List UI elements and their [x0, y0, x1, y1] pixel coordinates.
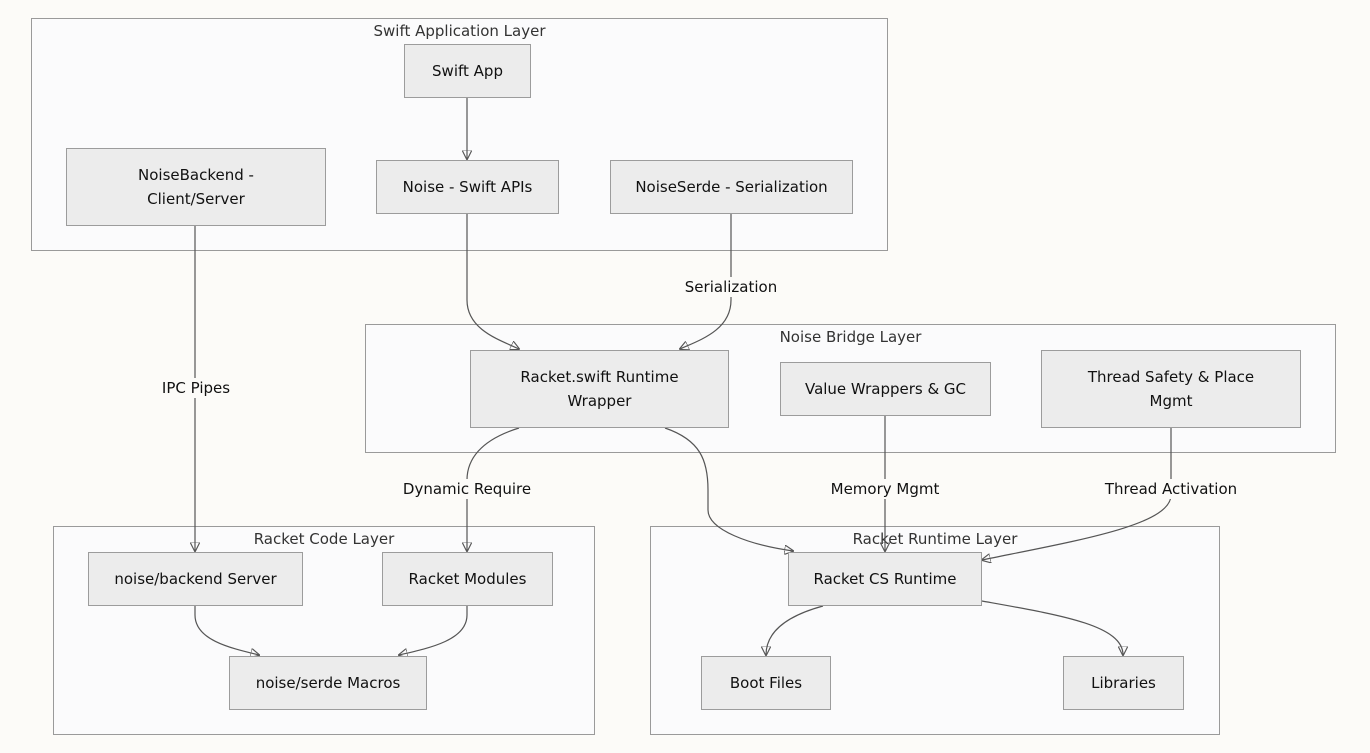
edge-label-thread-activation: Thread Activation — [1102, 479, 1240, 499]
node-serde-macros[interactable]: noise/serde Macros — [229, 656, 427, 710]
node-thread-safety-place-mgmt[interactable]: Thread Safety & Place Mgmt — [1041, 350, 1301, 428]
edge-label-memory-mgmt: Memory Mgmt — [828, 479, 942, 499]
node-value-wrappers-gc[interactable]: Value Wrappers & GC — [780, 362, 991, 416]
node-noise-backend[interactable]: NoiseBackend - Client/Server — [66, 148, 326, 226]
node-backend-server[interactable]: noise/backend Server — [88, 552, 303, 606]
node-noise-serde[interactable]: NoiseSerde - Serialization — [610, 160, 853, 214]
group-title: Racket Code Layer — [253, 530, 395, 548]
group-title: Swift Application Layer — [373, 22, 546, 40]
edge-label-dynamic-require: Dynamic Require — [400, 479, 534, 499]
node-noise-swift-apis[interactable]: Noise - Swift APIs — [376, 160, 559, 214]
node-racket-swift-runtime-wrapper[interactable]: Racket.swift Runtime Wrapper — [470, 350, 729, 428]
node-libraries[interactable]: Libraries — [1063, 656, 1184, 710]
node-swift-app[interactable]: Swift App — [404, 44, 531, 98]
edge-label-ipc-pipes: IPC Pipes — [159, 378, 233, 398]
group-title: Racket Runtime Layer — [852, 530, 1018, 548]
node-racket-cs-runtime[interactable]: Racket CS Runtime — [788, 552, 982, 606]
edge-label-serialization: Serialization — [682, 277, 780, 297]
group-title: Noise Bridge Layer — [779, 328, 922, 346]
node-boot-files[interactable]: Boot Files — [701, 656, 831, 710]
node-racket-modules[interactable]: Racket Modules — [382, 552, 553, 606]
